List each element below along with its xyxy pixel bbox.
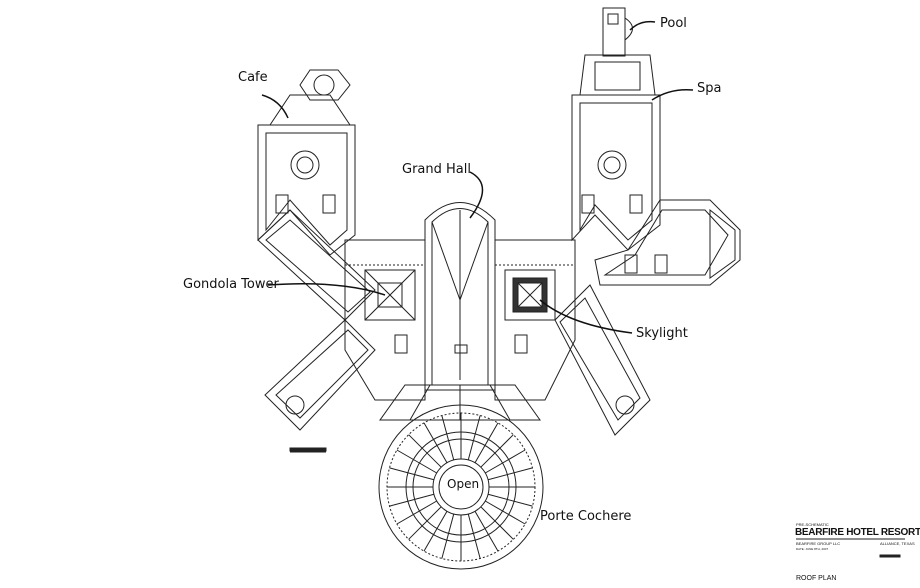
porte-rib	[396, 449, 438, 474]
label-pool: Pool	[660, 16, 687, 31]
left-lower-wing	[264, 319, 376, 431]
porte-rib	[423, 510, 448, 552]
porte-rib	[441, 415, 455, 461]
title-date: DATE: JUNE 8TH, 2007	[796, 547, 829, 551]
title-client: BEARFIRE GROUP LLC	[796, 541, 841, 546]
title-location: ALLIANCE, TEXAS	[880, 541, 915, 546]
porte-rib	[441, 513, 455, 559]
leader-arrows	[261, 20, 694, 334]
porte-ring	[438, 464, 484, 510]
right-lower-wing	[554, 284, 651, 436]
label-spa: Spa	[697, 81, 722, 96]
cafe-roof	[269, 69, 351, 126]
porte-rib	[487, 493, 533, 507]
porte-cochere-roof	[378, 404, 544, 570]
porte-rib	[484, 500, 526, 525]
label-open: Open	[447, 477, 480, 491]
grand-hall-roof	[379, 202, 541, 421]
porte-rib	[408, 506, 442, 540]
title-sheet: ROOF PLAN	[796, 575, 837, 582]
label-gondola-tower: Gondola Tower	[183, 277, 279, 292]
porte-rib	[467, 513, 481, 559]
title-project: BEARFIRE HOTEL RESORT	[795, 527, 920, 538]
label-skylight: Skylight	[636, 326, 688, 341]
porte-rib	[423, 422, 448, 464]
label-grand-hall: Grand Hall	[402, 162, 471, 177]
porte-rib	[487, 467, 533, 481]
center-blocks	[344, 239, 576, 401]
label-cafe: Cafe	[238, 70, 268, 85]
left-upper-diagonal	[257, 209, 376, 321]
scale-bar	[289, 447, 327, 453]
spa-pool-tower	[579, 7, 656, 96]
porte-rib	[467, 415, 481, 461]
porte-rib	[484, 449, 526, 474]
porte-rib	[480, 506, 514, 540]
porte-ring	[378, 404, 544, 570]
porte-rib	[389, 493, 435, 507]
porte-rib	[480, 434, 514, 468]
porte-rib	[408, 434, 442, 468]
porte-rib	[474, 510, 499, 552]
porte-rib	[474, 422, 499, 464]
title-block-linework	[796, 538, 905, 558]
label-porte-cochere: Porte Cochere	[540, 509, 632, 524]
right-east-wing	[594, 199, 741, 286]
porte-rib	[396, 500, 438, 525]
porte-rib	[389, 467, 435, 481]
right-upper-wing	[571, 94, 661, 251]
title-phase: PRE-SCHEMATIC	[796, 522, 829, 527]
